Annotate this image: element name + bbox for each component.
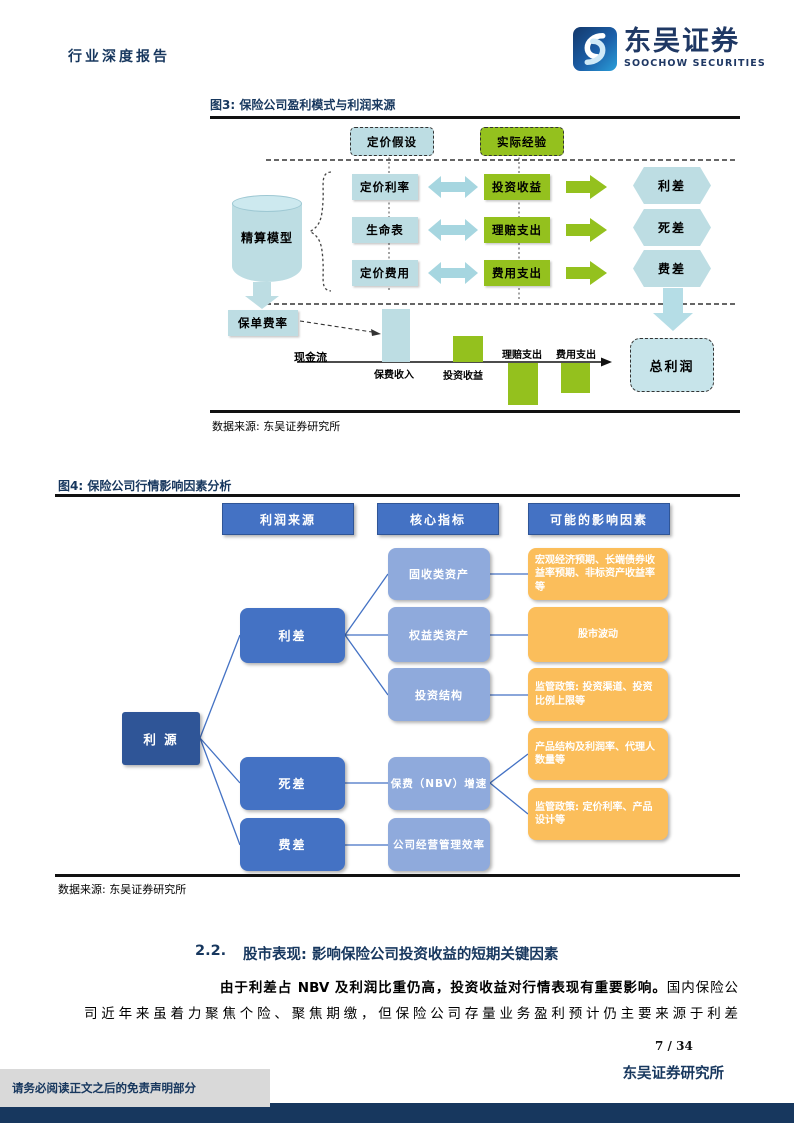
fig4-node-fixed-income-assets: 固收类资产 xyxy=(388,548,490,600)
fig3-node-actual-experience: 实际经验 xyxy=(480,127,564,156)
fig4-header-core-indicator: 核心指标 xyxy=(377,503,499,535)
actuarial-model-cylinder xyxy=(232,204,302,282)
fig4-factor-regulation-pricing: 监管政策: 定价利率、产品设计等 xyxy=(528,788,668,840)
bar-investment-income xyxy=(453,336,483,362)
bar-label-premium-income: 保费收入 xyxy=(374,370,414,381)
bar-premium-income xyxy=(382,309,410,362)
fig3-node-total-profit: 总利润 xyxy=(630,338,714,392)
fig3-node-claims-payment: 理赔支出 xyxy=(484,217,550,243)
report-type-label: 行业深度报告 xyxy=(68,49,170,65)
fig3-title: 图3: 保险公司盈利模式与利润来源 xyxy=(210,98,396,112)
bar-expense-payment xyxy=(561,363,590,393)
fig3-source: 数据来源: 东吴证券研究所 xyxy=(212,420,341,433)
bar-label-investment-income: 投资收益 xyxy=(443,371,483,382)
actuarial-model-cylinder-top xyxy=(232,195,302,212)
bar-claims-payment xyxy=(508,363,538,405)
fig4-source: 数据来源: 东吴证券研究所 xyxy=(58,883,187,896)
paragraph-line-1-rest: 国内保险公 xyxy=(666,980,738,996)
disclaimer-banner: 请务必阅读正文之后的免责声明部分 xyxy=(0,1069,270,1107)
fig3-node-investment-income: 投资收益 xyxy=(484,174,550,200)
paragraph-bold: 由于利差占 NBV 及利润比重仍高，投资收益对行情表现有重要影响。 xyxy=(220,980,667,996)
footer-bar xyxy=(0,1103,794,1123)
fig4-header-profit-source: 利润来源 xyxy=(222,503,354,535)
section-heading: 2.2. 股市表现: 影响保险公司投资收益的短期关键因素 xyxy=(195,943,558,964)
fig4-node-management-efficiency: 公司经营管理效率 xyxy=(388,818,490,871)
paragraph-line-1: 由于利差占 NBV 及利润比重仍高，投资收益对行情表现有重要影响。国内保险公 xyxy=(220,979,738,997)
brand-name-en: SOOCHOW SECURITIES xyxy=(624,58,766,69)
fig4-factor-macro-expectation: 宏观经济预期、长端债券收益率预期、非标资产收益率等 xyxy=(528,548,668,600)
page-number: 7 / 34 xyxy=(655,1039,693,1053)
fig3-node-expense-spread: 费差 xyxy=(633,250,711,287)
fig3-bottom-rule xyxy=(210,410,740,413)
fig3-node-pricing-expense: 定价费用 xyxy=(352,260,418,286)
fig3-node-pricing-assumption: 定价假设 xyxy=(350,127,434,156)
bar-label-claims: 理赔支出 xyxy=(502,350,542,361)
fig4-node-mortality-spread: 死差 xyxy=(240,757,345,810)
fig3-node-policy-rate: 保单费率 xyxy=(228,310,298,336)
cash-flow-label: 现金流 xyxy=(294,351,327,364)
fig3-node-interest-spread: 利差 xyxy=(633,167,711,204)
section-title: 股市表现: 影响保险公司投资收益的短期关键因素 xyxy=(243,947,559,963)
fig3-node-expense-payment: 费用支出 xyxy=(484,260,550,286)
section-number: 2.2. xyxy=(195,943,227,959)
fig4-node-profit-origin: 利 源 xyxy=(122,712,200,765)
fig4-title: 图4: 保险公司行情影响因素分析 xyxy=(58,479,232,493)
fig4-node-nbv-growth: 保费（NBV）增速 xyxy=(388,757,490,810)
fig4-top-rule xyxy=(55,494,740,497)
paragraph-line-2: 司近年来虽着力聚焦个险、聚焦期缴，但保险公司存量业务盈利预计仍主要来源于利差 xyxy=(84,1006,738,1022)
brand-logo-icon xyxy=(573,27,617,75)
fig4-node-expense-spread: 费差 xyxy=(240,818,345,871)
fig3-node-pricing-rate: 定价利率 xyxy=(352,174,418,200)
fig3-top-rule xyxy=(210,116,740,119)
fig3-node-life-table: 生命表 xyxy=(352,217,418,243)
fig3-node-mortality-spread: 死差 xyxy=(633,209,711,246)
fig4-factor-regulation-investment: 监管政策: 投资渠道、投资比例上限等 xyxy=(528,668,668,721)
fig4-node-investment-structure: 投资结构 xyxy=(388,668,490,721)
fig3-node-actuarial-model: 精算模型 xyxy=(240,230,293,245)
fig4-node-equity-assets: 权益类资产 xyxy=(388,607,490,662)
brand-name-cn: 东吴证券 xyxy=(624,26,740,57)
fig4-factor-stock-volatility: 股市波动 xyxy=(528,607,668,662)
research-institute-label: 东吴证券研究所 xyxy=(622,1066,725,1082)
fig4-factor-product-structure: 产品结构及利润率、代理人数量等 xyxy=(528,728,668,780)
bar-label-expense: 费用支出 xyxy=(556,350,596,361)
brand-logo: 东吴证券 SOOCHOW SECURITIES xyxy=(573,27,766,75)
fig4-node-interest-spread: 利差 xyxy=(240,608,345,663)
fig4-header-possible-factors: 可能的影响因素 xyxy=(528,503,670,535)
fig4-bottom-rule xyxy=(55,874,740,877)
